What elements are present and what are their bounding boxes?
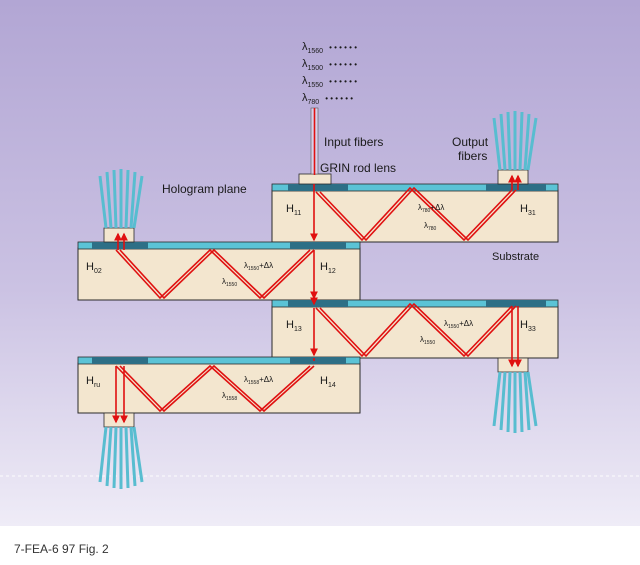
substrate-slab-4 (77, 356, 361, 414)
wavelength-3: λ1550• • • • • • (302, 75, 357, 89)
hologram-h12: H12 (320, 261, 336, 275)
beam-label-4: λ1550 (222, 277, 237, 288)
beam-label-8: λ1558 (222, 391, 237, 402)
beam-paths (112, 174, 522, 424)
output-fibers-label-2: fibers (458, 149, 487, 163)
input-fibers-label: Input fibers (324, 135, 383, 149)
hologram-plane-label: Hologram plane (162, 182, 247, 196)
beam-label-3: λ1550+Δλ (244, 261, 273, 272)
beam-label-6: λ1550 (420, 335, 435, 346)
wavelength-4: λ780• • • • • • (302, 92, 353, 106)
output-fibers-label: Output (452, 135, 489, 149)
beam-label-1: λ780+Δλ (418, 203, 444, 214)
figure-caption: 7-FEA-6 97 Fig. 2 (14, 542, 109, 556)
beam-label-2: λ780 (424, 221, 437, 232)
hologram-h33: H33 (520, 319, 536, 333)
wavelength-list: λ1560• • • • • • λ1500• • • • • • λ1550•… (302, 41, 357, 106)
substrate-slab-1 (271, 183, 559, 243)
substrate-slab-3 (271, 299, 559, 359)
wavelength-2: λ1500• • • • • • (302, 58, 357, 72)
hologram-h02: H02 (86, 261, 102, 275)
hologram-h11: H11 (286, 203, 301, 217)
hologram-h31: H31 (520, 203, 536, 217)
grin-rod-lens (298, 173, 332, 185)
hologram-h14: H14 (320, 375, 336, 389)
grin-rod-lens-label: GRIN rod lens (320, 161, 396, 175)
beam-label-7: λ1558+Δλ (244, 375, 273, 386)
wavelength-1: λ1560• • • • • • (302, 41, 357, 55)
hologram-hru: Hru (86, 375, 100, 389)
beam-label-5: λ1550+Δλ (444, 319, 473, 330)
hologram-h13: H13 (286, 319, 302, 333)
input-fiber (310, 107, 319, 175)
substrate-label: Substrate (492, 251, 539, 263)
